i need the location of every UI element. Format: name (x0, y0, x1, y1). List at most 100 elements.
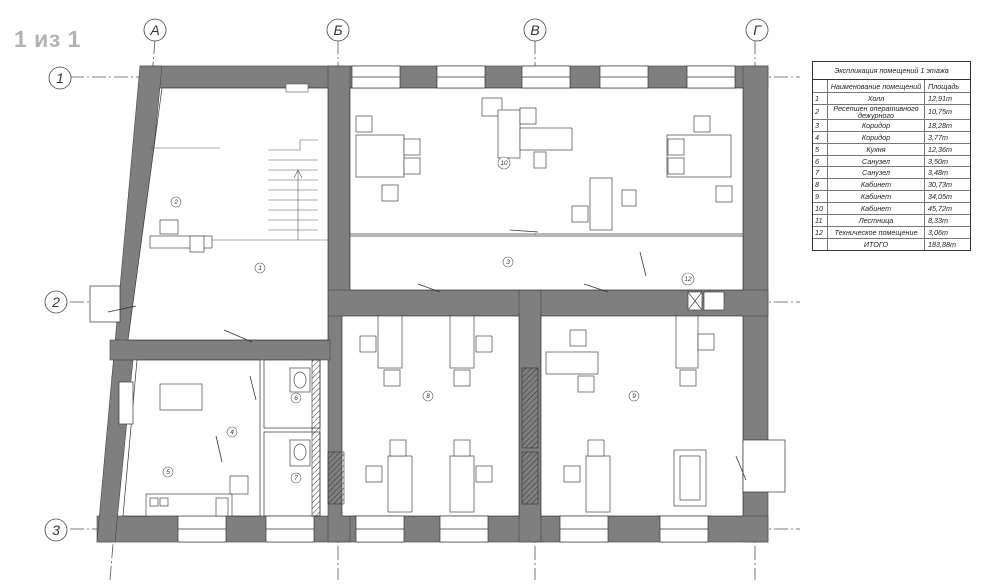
windows (89, 65, 786, 543)
room-marker-10: 10 (497, 156, 511, 170)
axis-marker-g: Г (745, 18, 769, 42)
room-number-1: 1 (258, 265, 262, 272)
row-name: Кухня (827, 143, 925, 156)
room-marker-3: 3 (502, 256, 514, 268)
row-area: 45,72m (924, 202, 970, 216)
room-number-8: 8 (426, 393, 430, 400)
row-area: 3,48m (924, 166, 970, 180)
room-marker-8: 8 (422, 390, 434, 402)
row-num: 1 (813, 92, 828, 105)
room-number-3: 3 (506, 259, 510, 266)
explication-total-row: ИТОГО 183,88m (813, 238, 970, 250)
hatched-partitions (311, 359, 539, 517)
room-marker-4: 4 (226, 426, 238, 438)
row-name: Санузел (827, 155, 925, 168)
row-name: Ресепшен оперативного дежурного (827, 104, 925, 120)
axis-marker-3: 3 (44, 518, 68, 542)
row-area: 34,05m (924, 190, 970, 204)
row-area: 3,06m (924, 226, 970, 239)
room-number-7: 7 (294, 475, 298, 482)
row-area: 18,28m (924, 119, 970, 132)
row-area: 12,36m (924, 143, 970, 156)
row-num: 6 (813, 155, 828, 168)
row-num: 11 (813, 214, 828, 227)
staircase (150, 83, 328, 241)
row-area: 12,91m (924, 92, 970, 105)
axis-label-g: Г (753, 22, 762, 38)
room-number-12: 12 (684, 276, 692, 283)
explication-header-row: Наименование помещений Площадь (813, 80, 970, 93)
axis-marker-2: 2 (44, 290, 68, 314)
row-area: 8,33m (924, 214, 970, 227)
axis-label-2: 2 (51, 294, 60, 310)
axis-marker-v: В (523, 18, 547, 42)
page-counter: 1 из 1 (14, 26, 81, 52)
axis-label-3: 3 (52, 522, 60, 538)
row-area: 30,73m (924, 178, 970, 192)
axis-label-a: А (149, 22, 159, 38)
row-name: Кабинет (827, 178, 925, 192)
room-number-4: 4 (230, 429, 234, 436)
explication-header-area: Площадь (924, 80, 970, 93)
axis-label-v: В (530, 22, 539, 38)
row-name: Холл (827, 92, 925, 105)
row-area: 10,75m (924, 104, 970, 120)
explication-table: Экспликация помещений 1 этажа Наименован… (812, 61, 971, 251)
row-name: Санузел (827, 166, 925, 180)
row-num: 2 (813, 104, 828, 120)
room-number-2: 2 (173, 199, 178, 206)
axis-label-b: Б (333, 22, 342, 38)
row-name: Техническое помещение (827, 226, 925, 239)
row-name: Коридор (827, 119, 925, 132)
room-number-10: 10 (500, 160, 508, 167)
row-num: 3 (813, 119, 828, 132)
explication-total-area: 183,88m (928, 239, 956, 249)
room-marker-6: 6 (290, 392, 302, 404)
axis-marker-1: 1 (48, 66, 72, 90)
row-num: 5 (813, 143, 828, 156)
room-marker-12: 12 (681, 272, 695, 286)
doors (107, 229, 747, 481)
room-marker-1: 1 (254, 262, 266, 274)
axis-label-1: 1 (56, 70, 64, 86)
room-number-5: 5 (166, 469, 170, 476)
explication-total-label: ИТОГО (827, 238, 925, 250)
row-num: 9 (813, 190, 828, 204)
row-num: 7 (813, 166, 828, 180)
row-num: 4 (813, 131, 828, 144)
room-marker-5: 5 (162, 466, 174, 478)
room-markers: 1 2 3 4 5 6 7 8 9 10 12 (162, 156, 695, 484)
row-name: Коридор (827, 131, 925, 144)
room-marker-9: 9 (628, 390, 640, 402)
row-num: 12 (813, 226, 828, 239)
row-name: Кабинет (827, 190, 925, 204)
explication-header-num (813, 80, 828, 93)
room-marker-7: 7 (290, 472, 302, 484)
row-name: Кабинет (827, 202, 925, 216)
row-num: 8 (813, 178, 828, 192)
explication-header-name: Наименование помещений (827, 80, 925, 93)
row-area: 3,77m (924, 131, 970, 144)
furniture (145, 97, 733, 517)
axis-markers: А Б В Г 1 2 3 (44, 18, 769, 542)
axis-marker-a: А (143, 18, 167, 42)
row-area: 3,50m (924, 155, 970, 168)
row-num (813, 238, 828, 250)
room-number-9: 9 (632, 393, 636, 400)
room-marker-2: 2 (170, 196, 182, 208)
axis-marker-b: Б (326, 18, 350, 42)
